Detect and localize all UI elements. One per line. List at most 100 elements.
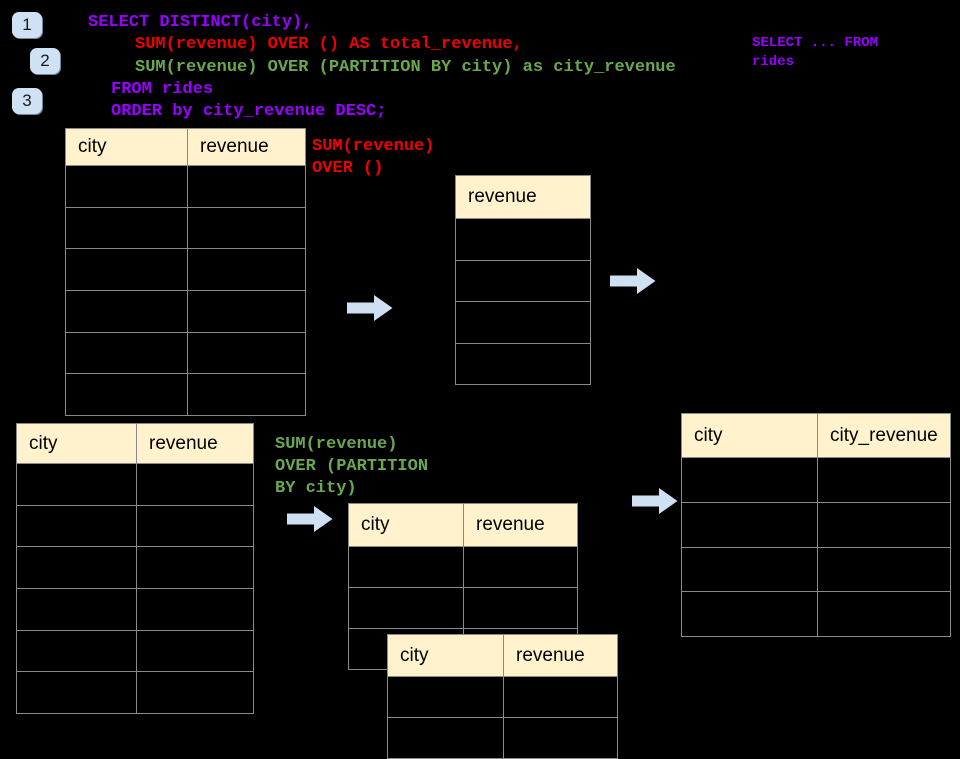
sql-line-order: ORDER by city_revenue DESC; — [111, 102, 387, 121]
empty-cell — [681, 457, 818, 503]
empty-cell — [136, 504, 254, 548]
empty-cell — [136, 546, 254, 590]
table-row — [16, 671, 254, 715]
empty-cell — [16, 671, 137, 715]
empty-cell — [817, 591, 951, 637]
table-row — [455, 218, 591, 261]
empty-cell — [387, 717, 504, 759]
table-row — [65, 373, 306, 417]
empty-cell — [455, 259, 591, 302]
step-badge-1: 1 — [12, 12, 42, 38]
empty-cell — [455, 301, 591, 344]
empty-cell — [65, 290, 188, 333]
table-header-row: revenue — [455, 175, 591, 219]
empty-cell — [455, 218, 591, 261]
table-row — [455, 342, 591, 385]
step-badge-2: 2 — [30, 48, 60, 74]
empty-cell — [136, 629, 254, 673]
empty-cell — [348, 546, 464, 588]
table-row — [65, 290, 306, 333]
column-header: revenue — [503, 634, 618, 677]
empty-cell — [817, 546, 951, 593]
empty-cell — [681, 546, 818, 593]
empty-cell — [187, 165, 306, 208]
side-snippet-line-2: rides — [752, 54, 795, 70]
table-row — [387, 717, 618, 759]
table-row — [681, 546, 951, 593]
empty-cell — [136, 463, 254, 506]
empty-cell — [503, 717, 618, 759]
table-row — [681, 457, 951, 503]
table-row — [348, 546, 578, 588]
table-header-row: city revenue — [16, 423, 254, 464]
column-header: revenue — [455, 175, 591, 219]
table-row — [16, 588, 254, 631]
side-snippet-line-1: SELECT ... FROM — [752, 35, 879, 51]
sql-line-partition: SUM(revenue) OVER (PARTITION BY city) as… — [135, 58, 676, 77]
right-arrow-icon — [287, 506, 333, 532]
table-row — [65, 248, 306, 292]
total-over-annotation-line-2: OVER () — [312, 159, 384, 178]
slide-canvas: { "slide": { "step_badges": ["1", "2", "… — [12, 12, 951, 759]
empty-cell — [136, 671, 254, 715]
table-total-result: revenue — [455, 175, 591, 385]
empty-cell — [681, 501, 818, 548]
table-row — [65, 165, 306, 208]
table-header-row: city revenue — [65, 128, 306, 166]
empty-cell — [187, 290, 306, 333]
step-badge-3: 3 — [12, 88, 42, 114]
empty-cell — [187, 206, 306, 250]
sql-line-select: SELECT DISTINCT(city), — [88, 13, 313, 32]
table-header-row: city revenue — [348, 503, 578, 547]
partition-over-annotation-line-1: SUM(revenue) — [275, 435, 398, 454]
table-city-revenue-result: city city_revenue — [681, 413, 951, 637]
table-row — [348, 587, 578, 629]
table-row — [65, 206, 306, 250]
table-row — [455, 259, 591, 302]
empty-cell — [817, 457, 951, 503]
empty-cell — [187, 373, 306, 417]
table-row — [16, 546, 254, 590]
empty-cell — [65, 248, 188, 292]
table-row — [455, 301, 591, 344]
empty-cell — [16, 629, 137, 673]
empty-cell — [463, 546, 578, 588]
right-arrow-icon — [610, 268, 656, 294]
column-header: city — [65, 128, 188, 166]
empty-cell — [16, 504, 137, 548]
empty-cell — [817, 501, 951, 548]
table-row — [16, 463, 254, 506]
table-row — [681, 501, 951, 548]
empty-cell — [16, 588, 137, 631]
column-header: revenue — [463, 503, 578, 547]
empty-cell — [65, 165, 188, 208]
table-row — [387, 676, 618, 718]
table-header-row: city city_revenue — [681, 413, 951, 458]
empty-cell — [187, 248, 306, 292]
column-header: city — [681, 413, 818, 458]
empty-cell — [65, 331, 188, 375]
partition-over-annotation-line-2: OVER (PARTITION — [275, 457, 429, 476]
empty-cell — [681, 591, 818, 637]
table-row — [65, 331, 306, 375]
empty-cell — [16, 463, 137, 506]
table-row — [16, 629, 254, 673]
empty-cell — [387, 676, 504, 718]
empty-cell — [65, 373, 188, 417]
sql-line-total: SUM(revenue) OVER () AS total_revenue, — [135, 35, 523, 54]
column-header: city — [16, 423, 137, 464]
total-over-annotation-line-1: SUM(revenue) — [312, 137, 435, 156]
table-row — [16, 504, 254, 548]
empty-cell — [348, 587, 464, 629]
empty-cell — [136, 588, 254, 631]
right-arrow-icon — [632, 488, 678, 514]
partition-over-annotation-line-3: BY city) — [275, 479, 357, 498]
empty-cell — [187, 331, 306, 375]
table-source-top: city revenue — [65, 128, 306, 417]
empty-cell — [16, 546, 137, 590]
column-header: city_revenue — [817, 413, 951, 458]
column-header: revenue — [136, 423, 254, 464]
empty-cell — [65, 206, 188, 250]
column-header: city — [348, 503, 464, 547]
right-arrow-icon — [347, 295, 393, 321]
